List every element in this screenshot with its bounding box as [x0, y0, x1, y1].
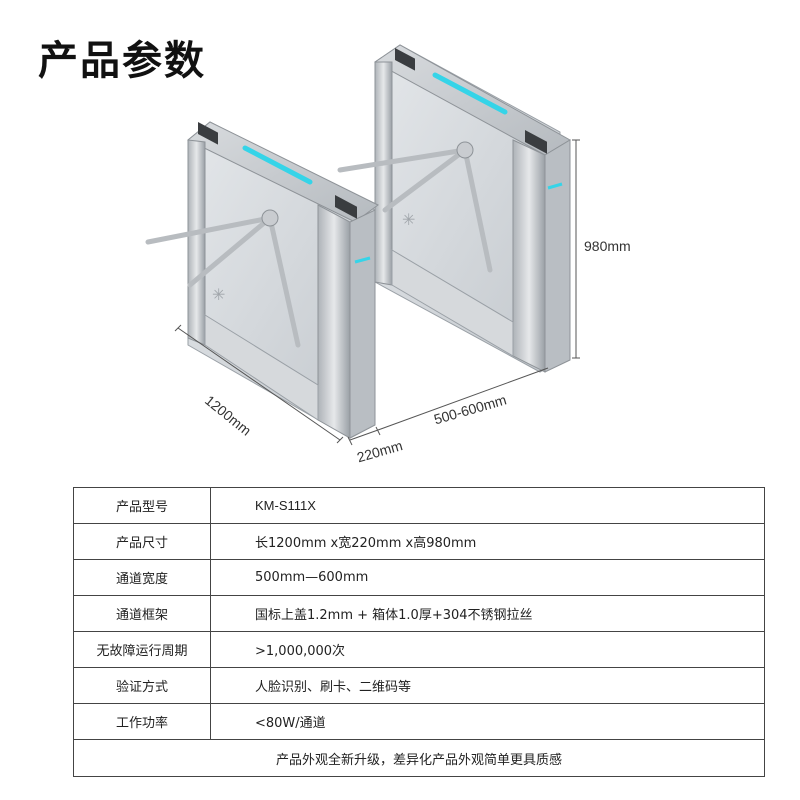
turnstile-back: ✳ — [337, 44, 571, 373]
page-title: 产品参数 — [38, 38, 206, 84]
spec-label: 产品型号 — [73, 487, 211, 524]
dimension-lines — [174, 139, 580, 446]
table-row-footer: 产品外观全新升级，差异化产品外观简单更具质感 — [73, 739, 765, 777]
spec-value: 人脸识别、刷卡、二维码等 — [210, 667, 765, 704]
footer-note: 产品外观全新升级，差异化产品外观简单更具质感 — [73, 739, 765, 777]
spec-value: 长1200mm x宽220mm x高980mm — [210, 523, 765, 560]
spec-value: 国标上盖1.2mm + 箱体1.0厚+304不锈钢拉丝 — [210, 595, 765, 632]
table-row: 通道宽度 500mm—600mm — [73, 559, 765, 596]
spec-value: 500mm—600mm — [210, 559, 765, 596]
table-row: 无故障运行周期 >1,000,000次 — [73, 631, 765, 668]
svg-text:✳: ✳ — [402, 210, 415, 229]
spec-table: 产品型号 KM-S111X 产品尺寸 长1200mm x宽220mm x高980… — [73, 487, 765, 777]
table-row: 产品尺寸 长1200mm x宽220mm x高980mm — [73, 523, 765, 560]
table-row: 产品型号 KM-S111X — [73, 487, 765, 524]
spec-label: 无故障运行周期 — [73, 631, 211, 668]
table-row: 工作功率 <80W/通道 — [73, 703, 765, 740]
table-row: 验证方式 人脸识别、刷卡、二维码等 — [73, 667, 765, 704]
spec-value: <80W/通道 — [210, 703, 765, 740]
spec-label: 产品尺寸 — [73, 523, 211, 560]
spec-label: 验证方式 — [73, 667, 211, 704]
spec-label: 工作功率 — [73, 703, 211, 740]
spec-value: KM-S111X — [210, 487, 765, 524]
table-row: 通道框架 国标上盖1.2mm + 箱体1.0厚+304不锈钢拉丝 — [73, 595, 765, 632]
spec-label: 通道宽度 — [73, 559, 211, 596]
height-dimension-label: 980mm — [584, 238, 631, 254]
spec-label: 通道框架 — [73, 595, 211, 632]
spec-value: >1,000,000次 — [210, 631, 765, 668]
turnstile-illustration: ✳ ✳ — [145, 44, 580, 446]
turnstile-front: ✳ — [145, 121, 379, 439]
svg-text:✳: ✳ — [212, 285, 225, 304]
